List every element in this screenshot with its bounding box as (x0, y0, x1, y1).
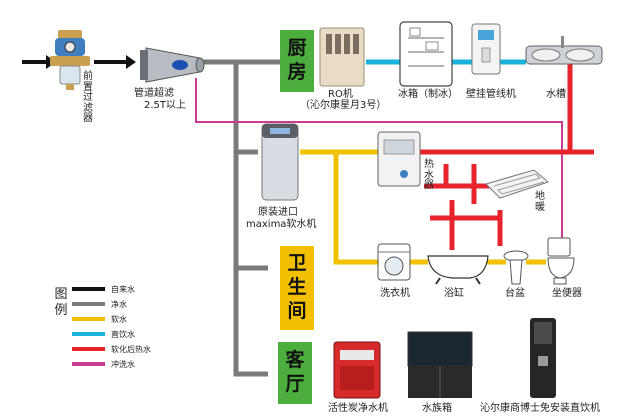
legend-item: 冲洗水 (72, 358, 135, 370)
room-bathroom-char-3: 间 (287, 299, 307, 322)
bathtub-device (427, 255, 489, 285)
softener-label-2: maxima软水机 (246, 219, 317, 230)
legend-label: 冲洗水 (111, 359, 135, 369)
hot-water-pipe (420, 62, 594, 250)
legend-label: 净水 (111, 299, 127, 309)
floor-heating-device (485, 169, 549, 199)
legend-swatch (72, 347, 105, 351)
legend-swatch (72, 287, 105, 291)
fridge-label: 冰箱（制冰） (398, 89, 458, 100)
washer-device (377, 243, 411, 281)
room-living-char-1: 客 (285, 349, 305, 372)
sink-device (525, 36, 603, 65)
legend-title: 图例 (54, 287, 68, 318)
legend-swatch (72, 362, 105, 366)
legend-item: 软水 (72, 313, 127, 325)
ultrafilter-label-1: 管道超滤 (134, 88, 174, 99)
room-kitchen: 厨 房 (280, 30, 314, 92)
legend-swatch (72, 332, 105, 336)
basin-label: 台盆 (505, 288, 525, 299)
legend-label: 软化后热水 (111, 344, 151, 354)
ro-label-1: RO机 (328, 89, 353, 100)
room-bathroom-char-1: 卫 (287, 252, 307, 275)
room-kitchen-char-2: 房 (287, 61, 307, 83)
room-kitchen-char-1: 厨 (287, 37, 307, 60)
flush-water-pipe (195, 78, 563, 240)
wall-dispenser-label: 壁挂管线机 (466, 89, 516, 100)
legend-label: 直饮水 (111, 329, 135, 339)
legend-item: 直饮水 (72, 328, 135, 340)
legend-swatch (72, 302, 105, 306)
bathtub-label: 浴缸 (444, 288, 464, 299)
ro-machine-device (319, 27, 365, 87)
toilet-device (547, 237, 575, 285)
legend-label: 自来水 (111, 284, 135, 294)
fridge-device (399, 21, 453, 87)
room-living-char-2: 厅 (285, 373, 305, 395)
ultrafilter-device (140, 47, 205, 83)
carbon-machine-device (333, 341, 381, 399)
water-heater-label: 热水器 (424, 159, 434, 191)
carbon-machine-label: 活性炭净水机 (328, 403, 388, 414)
room-bathroom: 卫 生 间 (280, 246, 314, 330)
prefilter-device (50, 30, 90, 90)
fish-tank-label: 水族箱 (422, 403, 452, 414)
prefilter-label: 前置过滤器 (83, 71, 93, 124)
water-heater-device (377, 131, 421, 187)
washer-label: 洗衣机 (380, 288, 410, 299)
basin-device (503, 250, 529, 285)
pure-water-pipe (200, 59, 282, 377)
ultrafilter-label-2: 2.5T以上 (144, 100, 187, 111)
legend-item: 净水 (72, 298, 127, 310)
bathroom-bar (280, 246, 314, 330)
softener-device (261, 123, 299, 201)
sink-label: 水槽 (546, 89, 566, 100)
legend-item: 软化后热水 (72, 343, 151, 355)
fish-tank-device (407, 331, 473, 398)
toilet-label: 坐便器 (552, 288, 582, 299)
wall-dispenser-device (471, 23, 501, 75)
legend-label: 软水 (111, 314, 127, 324)
room-bathroom-char-2: 生 (287, 276, 307, 299)
softener-label-1: 原装进口 (258, 207, 298, 218)
legend-swatch (72, 317, 105, 321)
room-living: 客 厅 (278, 342, 312, 404)
floor-heating-label: 地暖 (535, 191, 545, 213)
legend-item: 自来水 (72, 283, 135, 295)
ro-label-2: （沁尔康星月3号） (300, 100, 387, 111)
direct-drinker-device (530, 318, 556, 398)
soft-water-pipe (300, 149, 546, 265)
direct-drinker-label: 沁尔康商博士免安装直饮机 (480, 403, 600, 414)
